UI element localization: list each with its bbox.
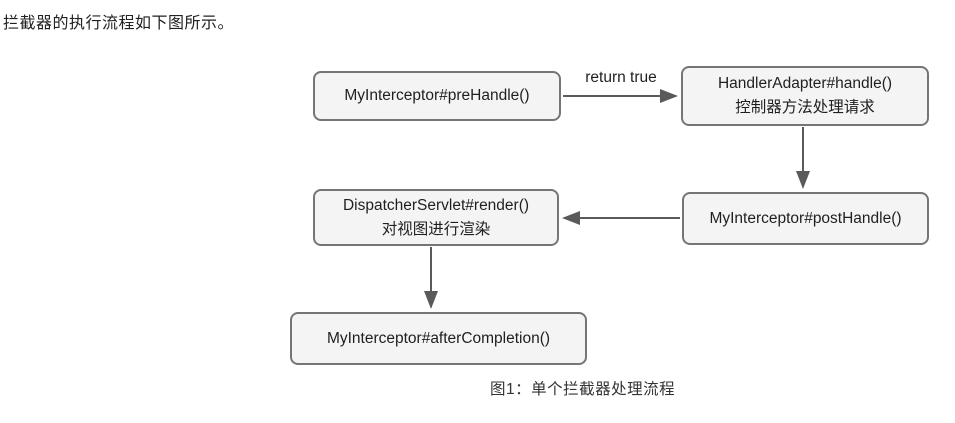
flow-node-prehandle: MyInterceptor#preHandle() — [313, 71, 561, 121]
flow-node-aftercompletion: MyInterceptor#afterCompletion() — [290, 312, 587, 365]
edge-label-return-true: return true — [585, 69, 657, 86]
figure-caption: 图1：单个拦截器处理流程 — [490, 381, 676, 398]
flow-node-label: DispatcherServlet#render() — [342, 196, 530, 214]
flow-node-label: MyInterceptor#afterCompletion() — [326, 329, 551, 347]
flow-node-handleradapter: HandlerAdapter#handle() 控制器方法处理请求 — [681, 66, 929, 126]
flow-node-label: MyInterceptor#postHandle() — [709, 209, 902, 227]
intro-text: 拦截器的执行流程如下图所示。 — [3, 15, 235, 32]
flow-node-sublabel: 对视图进行渲染 — [381, 220, 491, 238]
flow-node-render: DispatcherServlet#render() 对视图进行渲染 — [313, 189, 559, 246]
flow-node-posthandle: MyInterceptor#postHandle() — [682, 192, 929, 245]
flow-node-label: HandlerAdapter#handle() — [717, 75, 893, 92]
flow-node-sublabel: 控制器方法处理请求 — [735, 99, 875, 116]
flow-node-label: MyInterceptor#preHandle() — [344, 87, 530, 104]
